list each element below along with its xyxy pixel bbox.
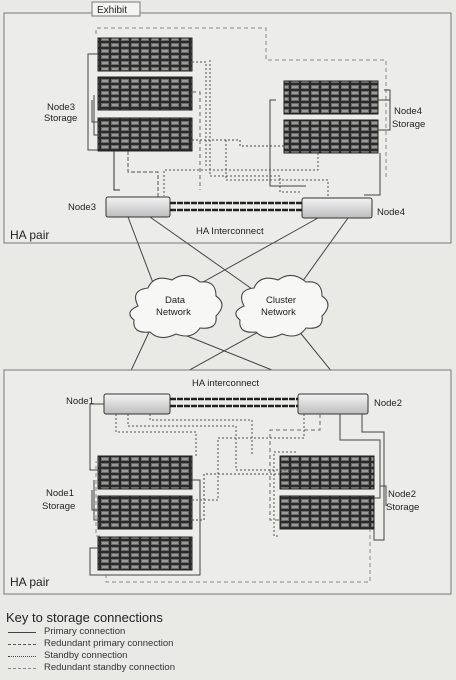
node3-storage-brace: [91, 100, 98, 123]
data-network-cloud: [129, 274, 223, 339]
bottom-ha-interconnect-label: HA interconnect: [192, 378, 259, 389]
key-item-label: Redundant primary connection: [44, 638, 174, 649]
node4-storage-brace: [384, 89, 391, 112]
node1-storage-label-line2: Storage: [42, 501, 75, 512]
top-ha-interconnect-cable: [170, 201, 302, 212]
node2-storage-stack: [279, 455, 375, 530]
key-item-label: Standby connection: [44, 650, 128, 661]
node3-controller: [105, 196, 171, 218]
standby-line-swatch: [8, 656, 36, 657]
node1-storage-brace: [91, 490, 98, 511]
key-item-label: Primary connection: [44, 626, 126, 637]
node3-storage-label-line2: Storage: [44, 113, 77, 124]
redundant-primary-line-swatch: [8, 644, 36, 645]
key-item-standby: Standby connection: [6, 650, 446, 662]
storage-connection-key: Key to storage connections Primary conne…: [6, 610, 446, 674]
primary-line-swatch: [8, 632, 36, 633]
top-ha-interconnect-label: HA Interconnect: [196, 226, 264, 237]
cluster-network-label-line1: Cluster: [266, 295, 296, 306]
node4-storage-label-line1: Node4: [394, 106, 422, 117]
key-item-redundant-standby: Redundant standby connection: [6, 662, 446, 674]
top-ha-pair-label: HA pair: [10, 228, 49, 242]
node4-label: Node4: [377, 207, 405, 218]
key-item-label: Redundant standby connection: [44, 662, 175, 673]
top-storage-cabling: [87, 27, 391, 200]
node2-controller: [297, 393, 369, 415]
node2-label: Node2: [374, 398, 402, 409]
redundant-standby-line-swatch: [8, 668, 36, 669]
node3-label: Node3: [68, 202, 96, 213]
exhibit-tab: [91, 1, 141, 17]
key-item-primary: Primary connection: [6, 626, 446, 638]
data-network-label-line1: Data: [165, 295, 186, 306]
node3-storage-stack: [97, 37, 193, 152]
node4-storage-stack: [283, 80, 379, 154]
node1-label: Node1: [66, 396, 94, 407]
node2-storage-brace: [380, 485, 387, 506]
node1-storage-label-line1: Node1: [46, 488, 74, 499]
cluster-network-cloud: [235, 274, 329, 339]
bottom-ha-interconnect-cable: [170, 397, 298, 408]
bottom-ha-pair-label: HA pair: [10, 575, 49, 589]
bottom-storage-cabling: [89, 403, 385, 583]
key-title: Key to storage connections: [6, 610, 163, 625]
bottom-ha-pair-frame: [3, 369, 452, 595]
node1-controller: [103, 393, 171, 415]
node2-storage-label-line2: Storage: [386, 502, 419, 513]
data-network-label-line2: Network: [156, 307, 191, 318]
node4-storage-label-line2: Storage: [392, 119, 425, 130]
node4-controller: [301, 197, 373, 219]
node2-storage-label-line1: Node2: [388, 489, 416, 500]
node3-storage-label-line1: Node3: [47, 102, 75, 113]
node1-storage-stack: [97, 455, 193, 571]
cluster-network-label-line2: Network: [261, 307, 296, 318]
key-item-redundant-primary: Redundant primary connection: [6, 638, 446, 650]
exhibit-tab-label: Exhibit: [97, 5, 127, 16]
cluster-diagram: Exhibit Node3 Storage Node4 S: [3, 1, 452, 595]
